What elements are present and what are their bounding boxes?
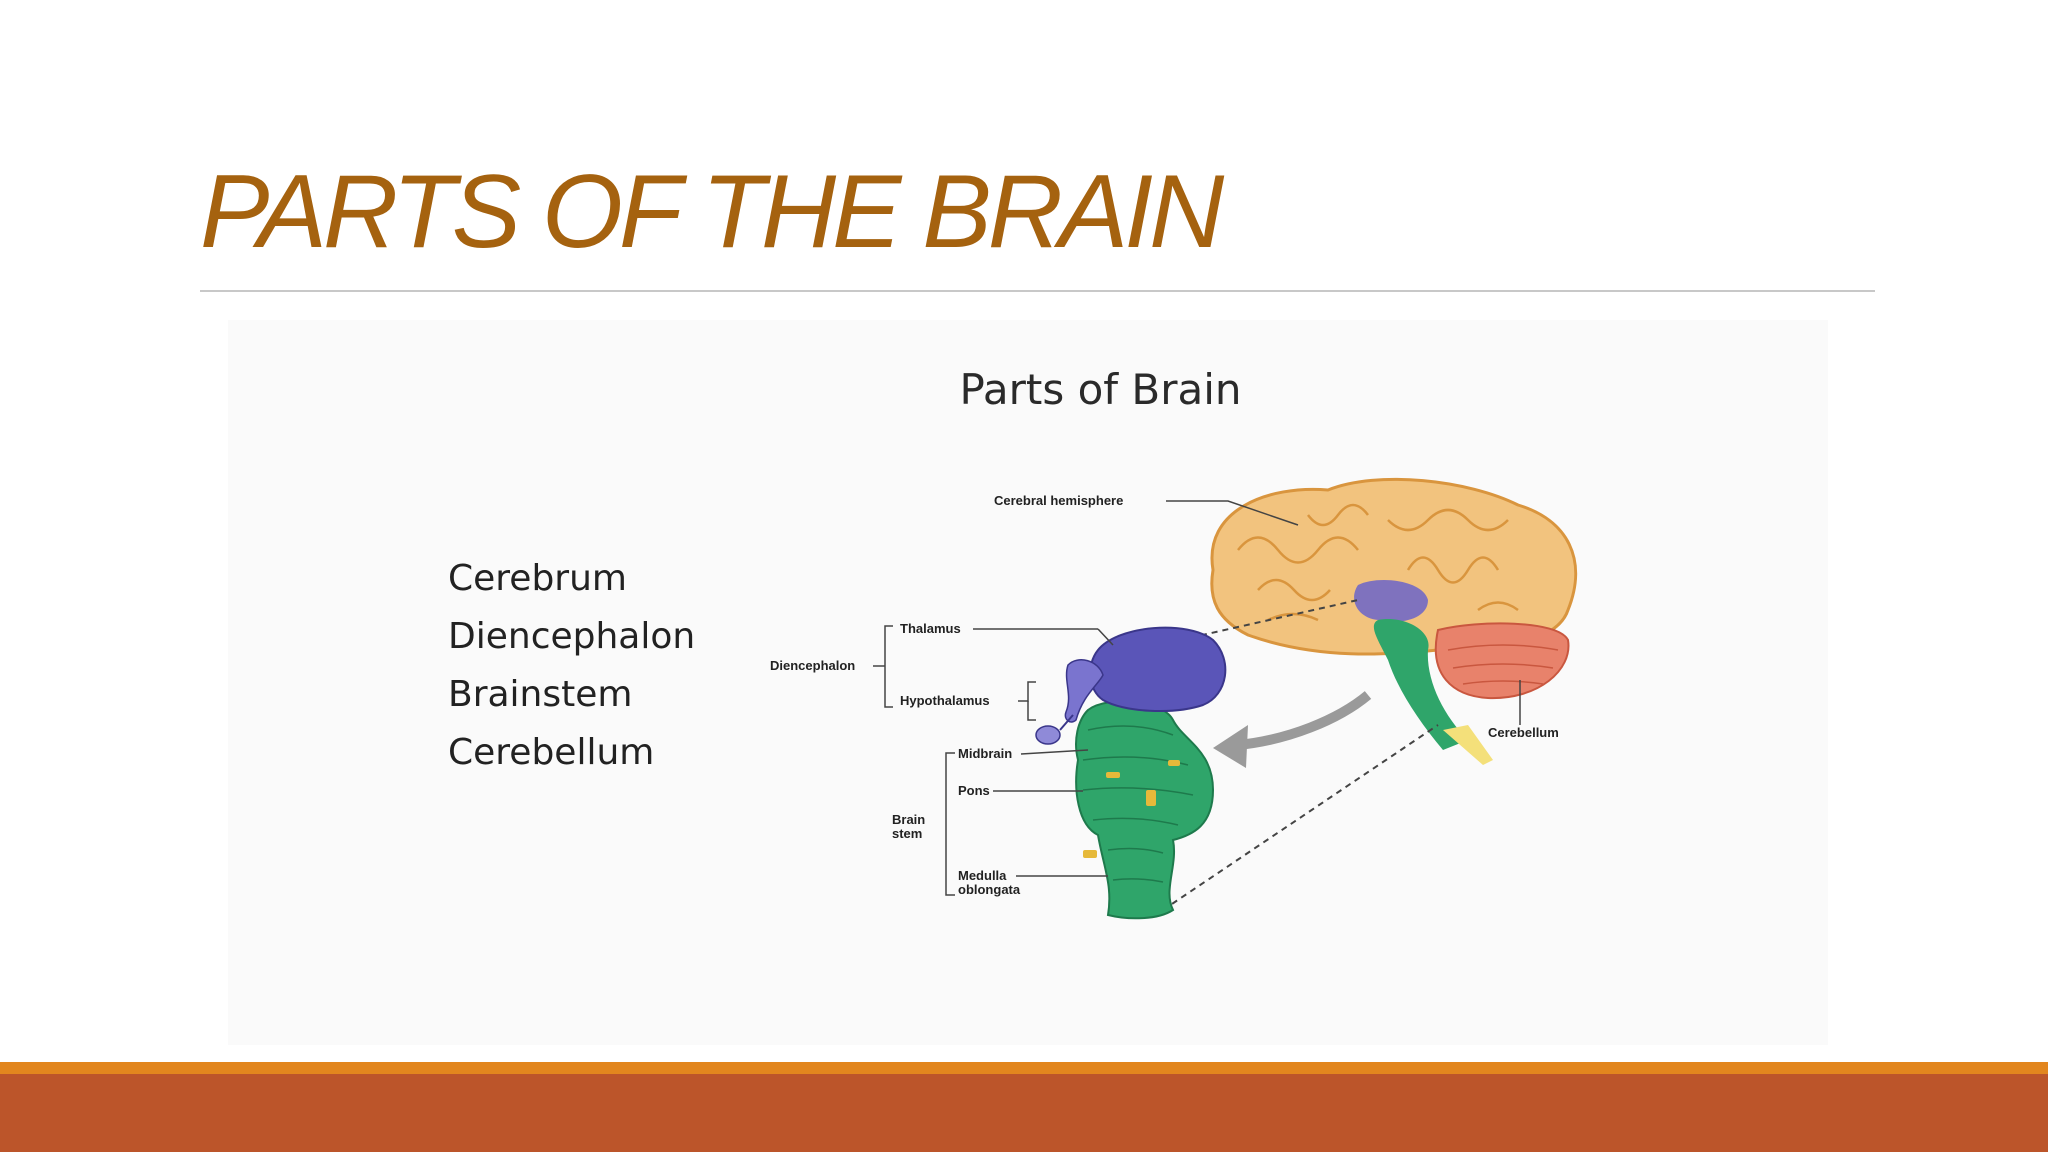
inner-brainstem-shape xyxy=(1373,619,1468,750)
detail-brainstem-shape xyxy=(1075,700,1215,920)
cerebellum-folds xyxy=(1447,644,1559,685)
brainstem-nerve-roots xyxy=(1083,760,1180,858)
label-thalamus: Thalamus xyxy=(900,621,961,636)
label-cerebral-hemisphere: Cerebral hemisphere xyxy=(994,493,1123,508)
zoom-arrow-head xyxy=(1213,725,1248,768)
pituitary-shape xyxy=(1035,725,1061,745)
figure-heading: Parts of Brain xyxy=(959,365,1242,414)
label-brain-stem-line2: stem xyxy=(892,826,922,841)
label-hypothalamus: Hypothalamus xyxy=(900,693,990,708)
list-item-brainstem: Brainstem xyxy=(448,674,633,715)
list-item-diencephalon: Diencephalon xyxy=(448,616,696,657)
footer-accent-stripe xyxy=(0,1062,2048,1074)
label-cerebellum: Cerebellum xyxy=(1488,725,1559,740)
brainstem-ridges xyxy=(1082,725,1194,883)
list-item-cerebellum: Cerebellum xyxy=(448,732,655,773)
label-medulla-line2: oblongata xyxy=(958,882,1021,897)
label-diencephalon: Diencephalon xyxy=(770,658,855,673)
cerebrum-shape xyxy=(1210,477,1578,656)
detail-thalamus-shape xyxy=(1089,626,1227,712)
zoom-arrow xyxy=(1237,691,1372,750)
footer-band xyxy=(0,1074,2048,1152)
label-brain-stem-line1: Brain xyxy=(892,812,925,827)
label-midbrain: Midbrain xyxy=(958,746,1012,761)
detail-brainstem-illustration xyxy=(1035,626,1227,920)
brain-figure: Parts of Brain Cerebrum Diencephalon Bra… xyxy=(228,320,1828,1045)
spinal-cord-shape xyxy=(1443,725,1493,765)
cerebellum-shape xyxy=(1434,622,1570,700)
slide-title: PARTS OF THE BRAIN xyxy=(200,154,1224,270)
brain-diagram: Cerebral hemisphere Thalamus Diencephalo… xyxy=(770,477,1578,920)
whole-brain-illustration xyxy=(1210,477,1578,765)
cerebrum-folds xyxy=(1237,503,1519,622)
label-pons: Pons xyxy=(958,783,990,798)
detail-hypothalamus-shape xyxy=(1064,659,1104,723)
label-medulla-line1: Medulla xyxy=(958,868,1007,883)
inner-diencephalon-shape xyxy=(1354,580,1428,622)
title-divider xyxy=(200,290,1875,292)
brain-parts-list: Cerebrum Diencephalon Brainstem Cerebell… xyxy=(448,550,695,782)
list-item-cerebrum: Cerebrum xyxy=(448,558,627,599)
